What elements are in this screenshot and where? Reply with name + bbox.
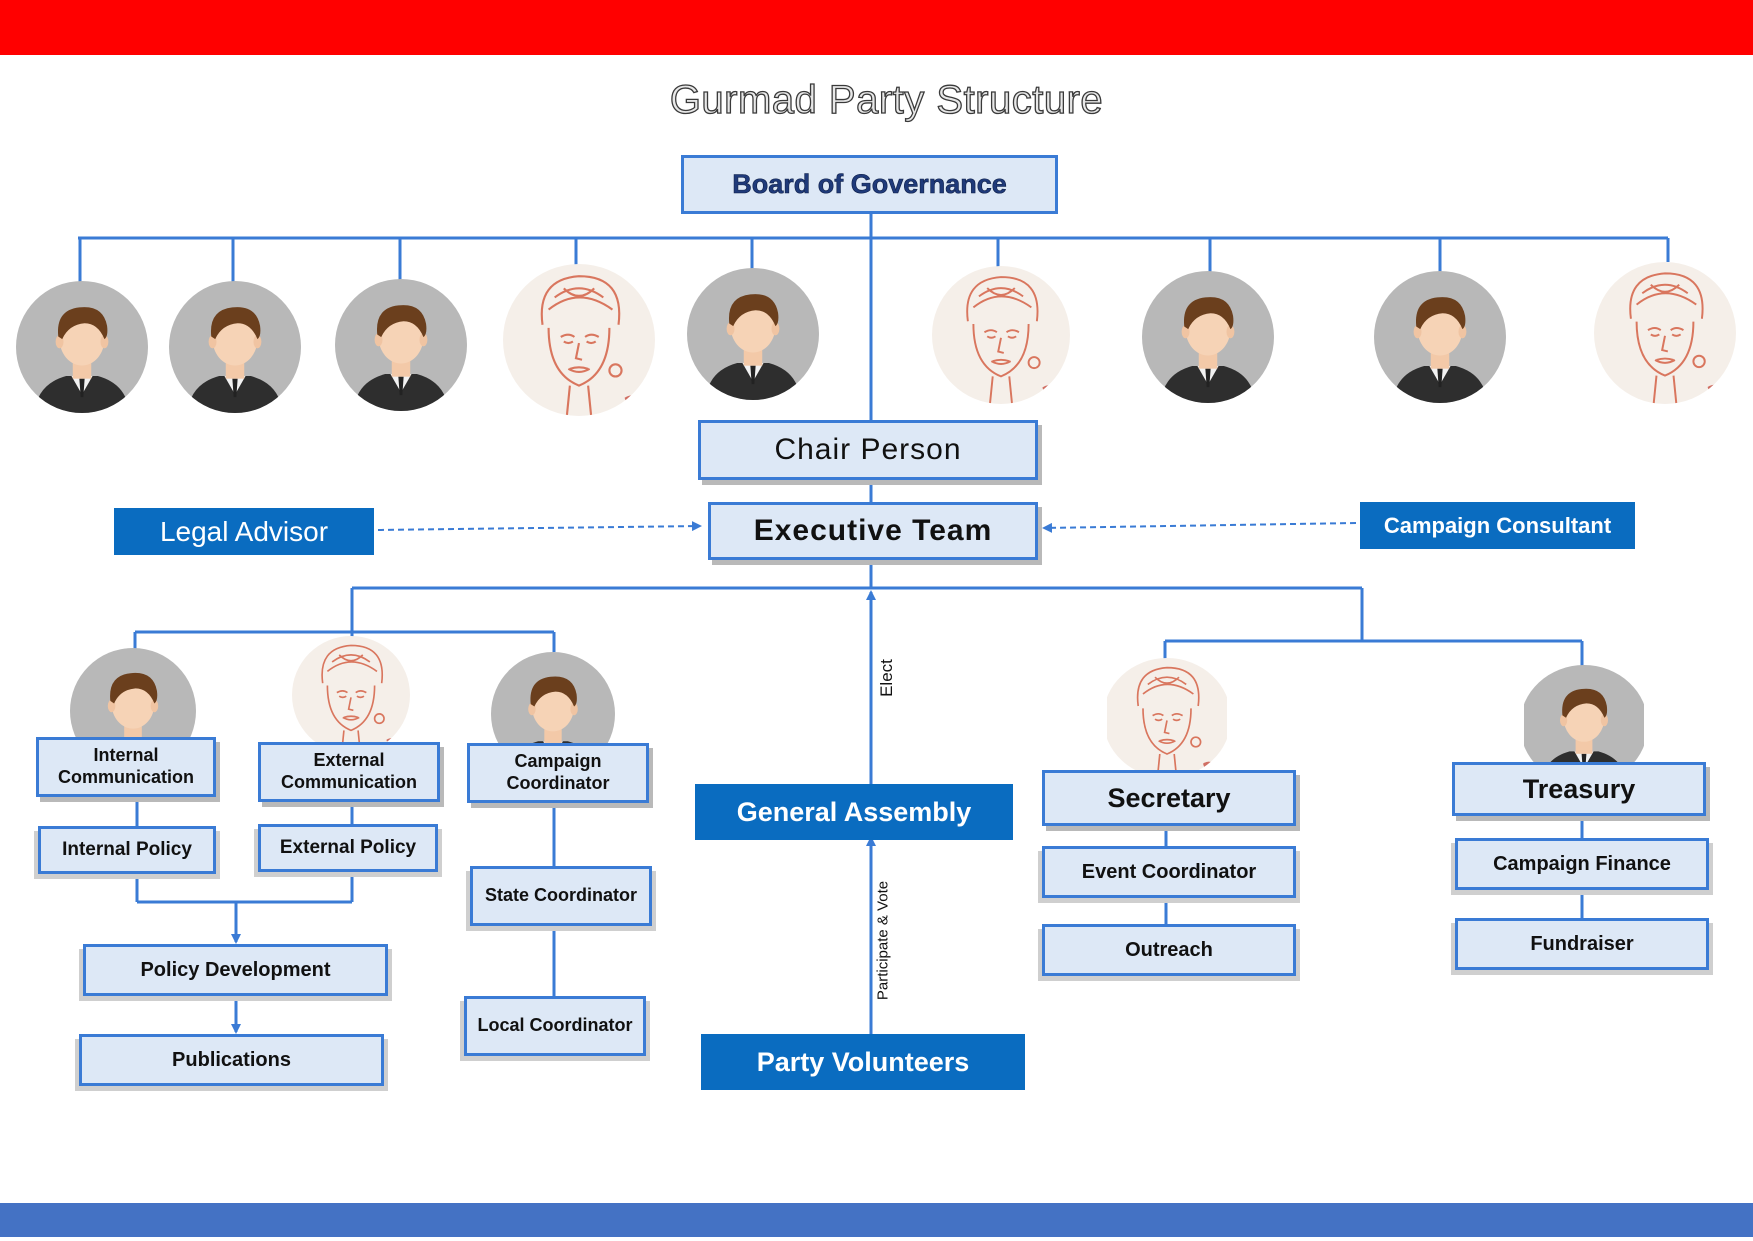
treasury-label: Treasury xyxy=(1522,773,1636,804)
event-coordinator-label: Event Coordinator xyxy=(1081,861,1257,883)
executive-label: Executive Team xyxy=(753,514,993,547)
secretary-box[interactable]: Secretary xyxy=(1042,770,1296,826)
policy-development-label: Policy Development xyxy=(140,959,331,981)
legal-advisor-dashed-arrow xyxy=(377,521,702,532)
policy-development-box[interactable]: Policy Development xyxy=(83,944,388,996)
man-avatar-icon xyxy=(169,281,301,413)
woman-sketch-avatar-icon xyxy=(503,264,655,416)
participate-vote-label: Participate & Vote xyxy=(874,880,892,1001)
man-avatar-icon xyxy=(687,268,819,400)
treasury-box[interactable]: Treasury xyxy=(1452,762,1706,816)
external-communication-avatar xyxy=(292,636,410,754)
campaign-finance-label: Campaign Finance xyxy=(1493,853,1671,875)
campaign-consultant-box[interactable]: Campaign Consultant xyxy=(1360,502,1635,549)
chair-person-box[interactable]: Chair Person xyxy=(698,420,1038,480)
man-avatar-icon xyxy=(1142,271,1274,403)
board-member-avatar xyxy=(687,268,819,400)
external-policy-box[interactable]: External Policy xyxy=(258,824,438,872)
man-avatar-icon xyxy=(335,279,467,411)
legal-advisor-label: Legal Advisor xyxy=(159,515,329,547)
campaign-consultant-dashed-arrow xyxy=(1042,522,1357,533)
secretary-avatar xyxy=(1103,658,1231,778)
local-coordinator-label: Local Coordinator xyxy=(477,1015,633,1036)
woman-sketch-avatar-icon xyxy=(932,266,1070,404)
man-avatar-icon xyxy=(1374,271,1506,403)
board-member-avatar xyxy=(1142,271,1274,403)
internal-policy-label: Internal Policy xyxy=(62,838,192,860)
internal-communication-box[interactable]: Internal Communication xyxy=(36,737,216,797)
state-coordinator-label: State Coordinator xyxy=(484,885,637,906)
board-member-avatar xyxy=(169,281,301,413)
outreach-label: Outreach xyxy=(1125,939,1213,961)
party-volunteers-label: Party Volunteers xyxy=(756,1046,970,1077)
woman-sketch-avatar-icon xyxy=(1103,658,1231,778)
board-member-avatar xyxy=(1594,262,1736,404)
outreach-box[interactable]: Outreach xyxy=(1042,924,1296,976)
campaign-finance-box[interactable]: Campaign Finance xyxy=(1455,838,1709,890)
woman-sketch-avatar-icon xyxy=(1594,262,1736,404)
campaign-coordinator-label: Campaign Coordinator xyxy=(506,751,610,793)
local-coordinator-box[interactable]: Local Coordinator xyxy=(464,996,646,1056)
board-label: Board of Governance xyxy=(732,169,1007,200)
general-assembly-box[interactable]: General Assembly xyxy=(695,784,1013,840)
board-member-avatar xyxy=(16,281,148,413)
page-title: Gurmad Party Structure xyxy=(669,77,1104,122)
general-assembly-label: General Assembly xyxy=(736,796,972,827)
woman-sketch-avatar-icon xyxy=(292,636,410,754)
legal-advisor-box[interactable]: Legal Advisor xyxy=(114,508,374,555)
board-member-avatar xyxy=(503,264,655,416)
state-coordinator-box[interactable]: State Coordinator xyxy=(470,866,652,926)
campaign-consultant-label: Campaign Consultant xyxy=(1383,512,1612,538)
board-member-avatar xyxy=(1374,271,1506,403)
event-coordinator-box[interactable]: Event Coordinator xyxy=(1042,846,1296,898)
internal-policy-box[interactable]: Internal Policy xyxy=(38,826,216,874)
secretary-label: Secretary xyxy=(1107,782,1231,813)
internal-communication-label: Internal Communication xyxy=(57,745,194,787)
fundraiser-label: Fundraiser xyxy=(1530,933,1634,955)
fundraiser-box[interactable]: Fundraiser xyxy=(1455,918,1709,970)
external-communication-label: External Communication xyxy=(280,750,417,792)
publications-label: Publications xyxy=(172,1049,291,1071)
publications-box[interactable]: Publications xyxy=(79,1034,384,1086)
executive-team-box[interactable]: Executive Team xyxy=(708,502,1038,560)
external-communication-box[interactable]: External Communication xyxy=(258,742,440,802)
party-volunteers-box[interactable]: Party Volunteers xyxy=(701,1034,1025,1090)
board-of-governance-box[interactable]: Board of Governance xyxy=(681,155,1058,214)
chair-label: Chair Person xyxy=(774,433,962,466)
bottom-color-band xyxy=(0,1203,1753,1237)
campaign-coordinator-box[interactable]: Campaign Coordinator xyxy=(467,743,649,803)
elect-label: Elect xyxy=(877,659,896,697)
top-color-band xyxy=(0,0,1753,55)
board-member-avatar xyxy=(335,279,467,411)
external-policy-label: External Policy xyxy=(279,836,417,858)
board-member-avatar xyxy=(932,266,1070,404)
man-avatar-icon xyxy=(16,281,148,413)
